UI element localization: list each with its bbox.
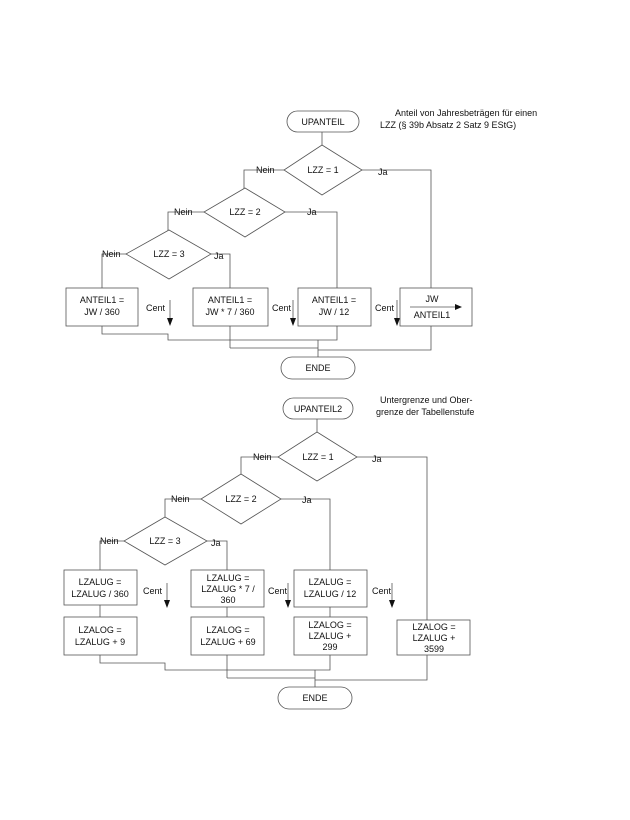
process-line: LZALUG + 9 xyxy=(75,637,125,647)
cent-label: Cent xyxy=(272,303,292,313)
process-line: ANTEIL1 = xyxy=(312,295,356,305)
cent-label: Cent xyxy=(146,303,166,313)
process-line: LZALOG = xyxy=(206,625,249,635)
yes-label: Ja xyxy=(302,495,312,505)
cent-label: Cent xyxy=(143,586,163,596)
decision-lzz-2: LZZ = 2 xyxy=(200,473,282,525)
diagram-upanteil: UPANTEIL Anteil von Jahresbeträgen für e… xyxy=(65,108,537,380)
process-anteil1-jw-7-360: ANTEIL1 = JW * 7 / 360 xyxy=(192,287,269,327)
process-line: LZALUG + 69 xyxy=(200,637,255,647)
process-line: LZALUG = xyxy=(207,573,250,583)
process-line: LZALUG / 12 xyxy=(304,589,357,599)
process-anteil1-jw-12: ANTEIL1 = JW / 12 xyxy=(297,287,372,327)
note-line-2: grenze der Tabellenstufe xyxy=(376,407,474,417)
process-line: LZALUG = xyxy=(309,577,352,587)
note-line-2: LZZ (§ 39b Absatz 2 Satz 9 EStG) xyxy=(380,120,516,130)
connectors-2 xyxy=(99,419,428,687)
terminal-end-upanteil2: ENDE xyxy=(277,686,353,710)
cent-label: Cent xyxy=(375,303,395,313)
diagram-upanteil2: UPANTEIL2 Untergrenze und Ober- grenze d… xyxy=(63,395,474,710)
process-line: 360 xyxy=(220,595,235,605)
note-line-1: Untergrenze und Ober- xyxy=(380,395,473,405)
no-label: Nein xyxy=(253,452,272,462)
process-line: ANTEIL1 = xyxy=(208,295,252,305)
process-line: LZALOG = xyxy=(308,620,351,630)
process-lzalog-9: LZALOG = LZALUG + 9 xyxy=(63,616,138,656)
process-line: LZALUG = xyxy=(79,577,122,587)
process-line: LZALUG + xyxy=(309,631,352,641)
terminal-start-label: UPANTEIL xyxy=(301,117,344,127)
cent-label: Cent xyxy=(268,586,288,596)
decision-lzz-3: LZZ = 3 xyxy=(125,229,212,280)
terminal-end-label: ENDE xyxy=(305,363,330,373)
decision-label: LZZ = 2 xyxy=(229,207,260,217)
process-line: 299 xyxy=(322,642,337,652)
process-lzalug-360: LZALUG = LZALUG / 360 xyxy=(63,569,138,606)
connectors-1 xyxy=(101,132,432,357)
terminal-end-upanteil: ENDE xyxy=(280,356,356,380)
yes-label: Ja xyxy=(307,207,317,217)
no-label: Nein xyxy=(174,207,193,217)
process-line: ANTEIL1 = xyxy=(80,295,124,305)
process-lzalog-3599: LZALOG = LZALUG + 3599 xyxy=(396,619,471,656)
terminal-end-label: ENDE xyxy=(302,693,327,703)
no-label: Nein xyxy=(102,249,121,259)
no-label: Nein xyxy=(100,536,119,546)
process-line: LZALUG + xyxy=(413,633,456,643)
decision-label: LZZ = 3 xyxy=(149,536,180,546)
cent-label: Cent xyxy=(372,586,392,596)
decision-label: LZZ = 1 xyxy=(307,165,338,175)
process-line: JW * 7 / 360 xyxy=(205,307,254,317)
process-line: JW / 12 xyxy=(319,307,350,317)
decision-label: LZZ = 2 xyxy=(225,494,256,504)
terminal-start-label: UPANTEIL2 xyxy=(294,404,342,414)
process-line: LZALUG * 7 / xyxy=(201,584,255,594)
process-jw-to-anteil1: JW ANTEIL1 xyxy=(399,287,473,327)
process-line: 3599 xyxy=(424,644,444,654)
process-line: ANTEIL1 xyxy=(414,310,451,320)
decision-lzz-1: LZZ = 1 xyxy=(277,431,358,482)
decision-lzz-1: LZZ = 1 xyxy=(283,144,363,196)
decision-lzz-3: LZZ = 3 xyxy=(123,516,208,566)
process-anteil1-jw-360: ANTEIL1 = JW / 360 xyxy=(65,287,139,327)
yes-label: Ja xyxy=(372,454,382,464)
process-line: JW / 360 xyxy=(84,307,120,317)
no-label: Nein xyxy=(256,165,275,175)
process-lzalug-7-360: LZALUG = LZALUG * 7 / 360 xyxy=(190,569,265,608)
process-lzalug-12: LZALUG = LZALUG / 12 xyxy=(293,569,368,608)
process-line: JW xyxy=(426,294,440,304)
decision-label: LZZ = 1 xyxy=(302,452,333,462)
yes-label: Ja xyxy=(378,167,388,177)
yes-label: Ja xyxy=(214,251,224,261)
terminal-start-upanteil: UPANTEIL xyxy=(286,110,360,133)
process-lzalog-69: LZALOG = LZALUG + 69 xyxy=(190,616,265,656)
terminal-start-upanteil2: UPANTEIL2 xyxy=(282,397,354,420)
process-line: LZALUG / 360 xyxy=(71,589,129,599)
note-line-1: Anteil von Jahresbeträgen für einen xyxy=(395,108,537,118)
process-line: LZALOG = xyxy=(412,622,455,632)
decision-lzz-2: LZZ = 2 xyxy=(203,187,286,238)
process-lzalog-299: LZALOG = LZALUG + 299 xyxy=(293,616,368,656)
decision-label: LZZ = 3 xyxy=(153,249,184,259)
process-line: LZALOG = xyxy=(78,625,121,635)
no-label: Nein xyxy=(171,494,190,504)
yes-label: Ja xyxy=(211,538,221,548)
